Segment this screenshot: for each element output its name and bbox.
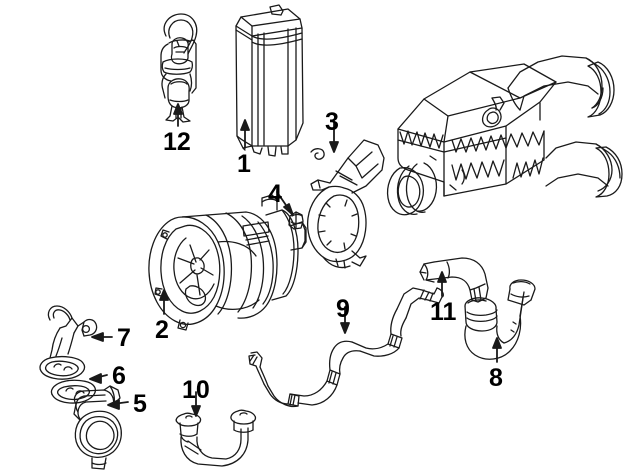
part-air-hose-elbow: [419, 257, 489, 303]
callout-label-5: 5: [133, 390, 147, 418]
part-air-hose-u-bend: [464, 279, 536, 360]
callout-label-1: 1: [237, 150, 251, 178]
callout-label-4: 4: [268, 180, 282, 208]
spiral-mark: [310, 148, 325, 160]
callout-label-6: 6: [112, 362, 126, 390]
callout-label-9: 9: [336, 295, 350, 323]
part-pump-mounting-bracket: [306, 139, 385, 269]
part-air-hose-short-u: [175, 409, 257, 467]
part-air-cleaner-assembly: [386, 55, 623, 216]
part-charcoal-canister: [235, 4, 304, 157]
callout-label-11: 11: [430, 298, 457, 326]
callout-label-2: 2: [155, 316, 169, 344]
part-air-switching-valve: [73, 385, 122, 470]
callout-label-10: 10: [182, 376, 210, 404]
callout-arrows: [89, 103, 502, 417]
callout-label-7: 7: [117, 324, 131, 352]
part-air-injection-pipe: [39, 305, 98, 380]
callout-label-8: 8: [489, 364, 503, 392]
callout-label-12: 12: [163, 128, 191, 156]
part-purge-control-valve: [160, 13, 198, 123]
part-air-hose-s-bend: [248, 287, 444, 408]
part-valve-gasket: [50, 379, 96, 404]
callout-label-3: 3: [325, 108, 339, 136]
part-air-injection-pump: [148, 194, 307, 331]
